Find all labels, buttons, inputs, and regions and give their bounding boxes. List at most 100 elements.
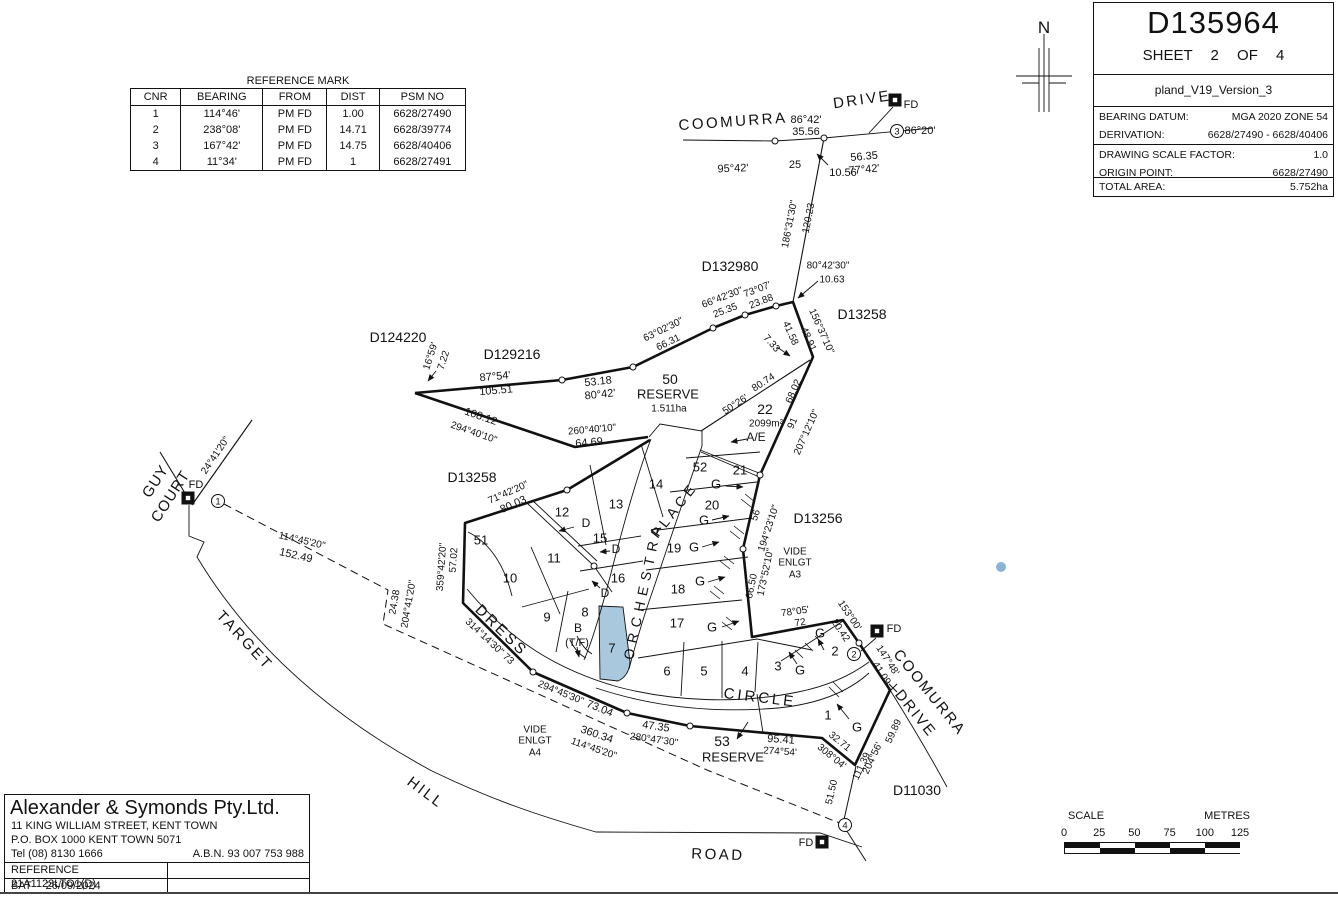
street-label: HILL xyxy=(404,773,448,812)
table-cell: 6628/27491 xyxy=(378,154,467,171)
scale-bar-segment xyxy=(1170,848,1206,853)
bearing-distance-label: 50°26' xyxy=(721,393,751,418)
easement-label: G xyxy=(689,540,699,555)
bearing-distance-label: 47.35 xyxy=(641,719,670,735)
scale-bar-segment xyxy=(1099,843,1135,848)
station-marker: 1 xyxy=(211,494,225,508)
bearing-distance-label: 80°42'30" xyxy=(807,261,850,272)
scale-bar-segment xyxy=(1134,843,1171,848)
scale-bar-segment xyxy=(1064,843,1100,848)
scale-bar-segment xyxy=(1134,848,1171,853)
lot-number: 18 xyxy=(671,582,685,597)
scale-bar-segment xyxy=(1170,843,1206,848)
table-cell: 3 xyxy=(129,138,182,154)
bearing-distance-label: 280°47'30" xyxy=(629,731,679,749)
surveyor-tel: Tel (08) 8130 1666 xyxy=(11,848,103,860)
svg-text:3: 3 xyxy=(894,126,899,137)
adjoining-plan-label: D11030 xyxy=(893,782,941,798)
lot-number: 52 xyxy=(693,460,707,475)
scale-bar-segment xyxy=(1064,848,1100,853)
derivation-value: 6628/27490 - 6628/40406 xyxy=(1207,128,1328,141)
bearing-distance-label: 25 xyxy=(789,159,801,171)
bearing-distance-label: 78°05' xyxy=(780,605,810,620)
street-label: COOMURRA xyxy=(678,110,788,135)
bearing-distance-label: 87°54' xyxy=(479,369,511,384)
bearing-distance-label: 66.50 xyxy=(744,572,760,599)
lot-number: 13 xyxy=(609,497,623,512)
total-area-value: 5.752ha xyxy=(1290,180,1328,193)
table-cell: 1 xyxy=(129,105,182,122)
reserve-label: 50 xyxy=(662,371,678,387)
adjoining-boundary-lines xyxy=(159,137,825,506)
bearing-distance-label: 274°54' xyxy=(763,745,797,758)
vide-note: VIDE xyxy=(523,725,547,736)
bearing-distance-label: 57.02 xyxy=(448,547,461,573)
lot-number: 22 xyxy=(757,401,773,417)
vide-note: ENLGT xyxy=(778,558,811,569)
table-header-cell: CNR xyxy=(129,88,182,106)
street-label: DRIVE xyxy=(832,87,892,112)
scale-factor-label: DRAWING SCALE FACTOR: xyxy=(1099,148,1235,161)
survey-mark-icons xyxy=(181,93,902,849)
bearing-distance-label: 80°42' xyxy=(584,387,616,402)
reserve-label: 1.511ha xyxy=(651,404,687,415)
bearing-distance-label: 64.69 xyxy=(575,436,603,450)
easement-label: B xyxy=(574,621,582,635)
lot-number: 1 xyxy=(824,708,831,723)
bearing-distance-label: 95.41 xyxy=(767,733,795,747)
surveyor-abn: A.B.N. 93 007 753 988 xyxy=(192,848,304,860)
station-marker: 3 xyxy=(890,124,904,138)
surveyor-name: Alexander & Symonds Pty.Ltd. xyxy=(10,797,280,819)
fd-label: FD xyxy=(189,479,204,491)
surveyor-address1: 11 KING WILLIAM STREET, KENT TOWN xyxy=(11,820,218,832)
lot-number: 2 xyxy=(831,644,838,659)
easement-label: G xyxy=(695,574,705,589)
lot-number: 16 xyxy=(611,571,625,586)
bearing-distance-label: 204°41'20" xyxy=(399,579,418,629)
bearing-distance-label: 186°31'30" xyxy=(780,199,800,249)
bearing-distance-label: 51.50 xyxy=(824,778,840,805)
bearing-datum-value: MGA 2020 ZONE 54 xyxy=(1231,110,1328,123)
reserve-label: 53 xyxy=(714,733,730,749)
street-label: TARGET xyxy=(213,607,276,673)
sheet-border xyxy=(0,892,1338,894)
table-header-cell: FROM xyxy=(262,88,328,106)
bearing-distance-label: 77°42' xyxy=(848,162,880,177)
bearing-distance-label: 56.35 xyxy=(850,150,878,164)
bearing-distance-label: 86°42' xyxy=(791,114,822,126)
adjoining-plan-label: D132980 xyxy=(702,258,759,274)
scale-bar-graphic xyxy=(1064,842,1241,854)
easement-label: D xyxy=(612,542,621,556)
table-header-cell: DIST xyxy=(326,88,380,106)
lot-number: 19 xyxy=(667,541,681,556)
table-header-cell: PSM NO xyxy=(378,88,467,106)
easement-label: G xyxy=(795,663,805,678)
origin-point-label: ORIGIN POINT: xyxy=(1099,166,1174,178)
station-marker: 2 xyxy=(847,647,861,661)
scale-label: SCALE xyxy=(1068,810,1105,822)
road-lines xyxy=(188,106,948,848)
table-cell: 6628/39774 xyxy=(378,122,467,138)
lot-number: 10 xyxy=(503,571,517,586)
adjoining-plan-label: D13256 xyxy=(793,510,842,526)
north-arrow-icon xyxy=(1016,34,1072,112)
scale-tick-label: 100 xyxy=(1195,827,1214,839)
easement-label: G xyxy=(815,626,825,641)
surveyor-reference: REFERENCE21A1123LTO1(D) xyxy=(11,864,96,890)
table-cell: 14.71 xyxy=(326,122,380,138)
table-cell: 6628/40406 xyxy=(378,138,467,154)
scale-tick-label: 50 xyxy=(1128,827,1141,839)
svg-text:4: 4 xyxy=(842,820,847,831)
bearing-distance-label: 10.56 xyxy=(829,167,857,179)
vide-note: A4 xyxy=(529,748,542,759)
lot-number: 7 xyxy=(608,641,615,656)
bearing-distance-label: 95°42' xyxy=(717,162,748,175)
easement-label: G xyxy=(707,620,717,635)
adjoining-plan-label: D129216 xyxy=(484,346,541,362)
street-label: CIRCLE xyxy=(723,685,798,711)
survey-mark-icon xyxy=(888,93,902,107)
